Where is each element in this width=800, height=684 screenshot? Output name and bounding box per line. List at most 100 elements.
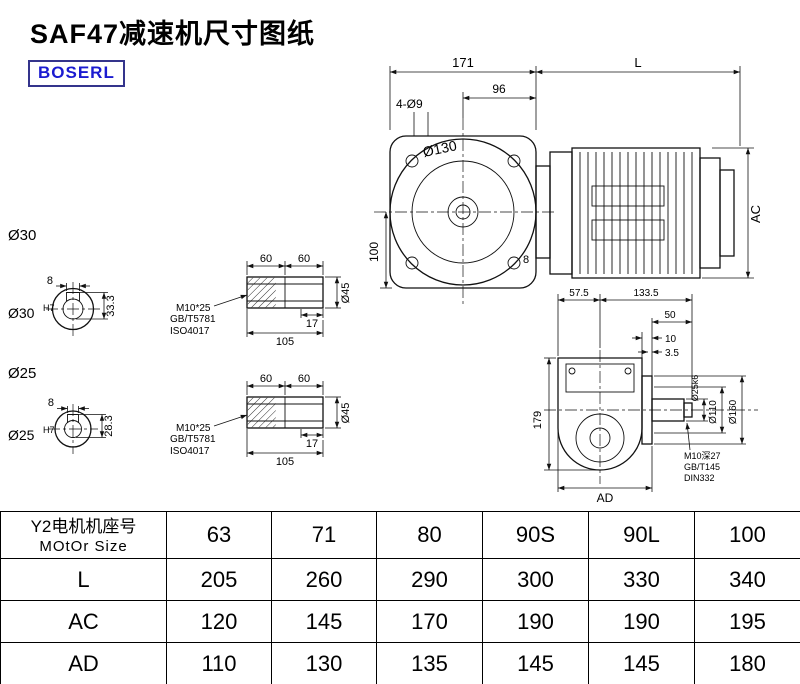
dim-575: 57.5 xyxy=(557,288,601,356)
dim-1335: 133.5 xyxy=(600,288,693,400)
dim-bolt-label: 4-Ø9 xyxy=(396,97,423,111)
dim-179-label: 179 xyxy=(532,411,544,429)
dim-L: L xyxy=(536,55,741,146)
dim-60b-1: 60 xyxy=(284,253,324,275)
dim-45-1: Ø45 xyxy=(325,276,352,309)
cell-AC-0: 120 xyxy=(166,600,272,643)
cell-AD-4: 145 xyxy=(588,642,695,684)
shaft25-keyway xyxy=(67,414,79,423)
dim-105-2: 105 xyxy=(246,429,324,468)
dim-575-label: 57.5 xyxy=(569,288,589,299)
dim-60b-2: 60 xyxy=(284,373,324,395)
dim-333: 33.3 xyxy=(76,292,117,320)
dim-60b-1-label: 60 xyxy=(298,253,310,265)
dim-flange-label: Ø130 xyxy=(421,137,458,160)
cell-AD-5: 180 xyxy=(694,642,800,684)
dim-10-label: 10 xyxy=(665,334,677,345)
dim-d160: Ø160 xyxy=(654,375,746,445)
dimension-table: Y2电机机座号 MOtOr Size 63 71 80 90S 90L 100 … xyxy=(0,511,800,684)
motor-size-label-en: MOtOr Size xyxy=(39,537,128,555)
dim-45-2: Ø45 xyxy=(325,396,352,429)
dim-60a-1: 60 xyxy=(246,253,286,275)
dim-key8-30: 8 xyxy=(47,275,90,291)
table-row-AD: AD 110 130 135 145 145 180 xyxy=(0,642,800,684)
keyed-shaft-1: 60 60 17 105 xyxy=(170,253,352,348)
cell-AC-1: 145 xyxy=(271,600,377,643)
dim-100: 100 xyxy=(367,212,392,289)
motor-size-header-cell: Y2电机机座号 MOtOr Size xyxy=(0,511,167,559)
cell-AC-2: 170 xyxy=(376,600,483,643)
cell-L-4: 330 xyxy=(588,558,695,601)
side-view: 57.5 133.5 50 10 3.5 xyxy=(532,288,758,505)
dim-d160-label: Ø160 xyxy=(728,399,739,424)
cell-AC-5: 195 xyxy=(694,600,800,643)
side-cover xyxy=(565,363,635,393)
motor-size-63: 63 xyxy=(166,511,272,559)
dim-1335-label: 133.5 xyxy=(633,288,658,299)
tap-note-line2: GB/T145 xyxy=(684,462,720,472)
dim-key8-25: 8 xyxy=(48,397,89,413)
shaft30-keyway xyxy=(66,292,80,301)
note2-line1: M10*25 xyxy=(176,423,211,434)
dim-bolt-callout: 4-Ø9 xyxy=(396,97,429,136)
stator-hatch-top xyxy=(591,185,665,207)
shaft-section-25: Ø25 8 28.3 Ø25 H7 xyxy=(8,365,115,454)
dim-45-1-label: Ø45 xyxy=(340,283,352,304)
table-row-L: L 205 260 290 300 330 340 xyxy=(0,558,800,601)
cell-L-3: 300 xyxy=(482,558,589,601)
shaft2-hatch xyxy=(247,397,276,428)
note2-line3: ISO4017 xyxy=(170,446,210,457)
front-view: 171 L 96 4-Ø9 Ø130 100 xyxy=(367,55,763,304)
shaft25-fit-sup: H7 xyxy=(43,425,55,435)
cell-L-2: 290 xyxy=(376,558,483,601)
motor-size-90l: 90L xyxy=(588,511,695,559)
dim-AD: AD xyxy=(557,432,653,505)
shaft-section-30: Ø30 8 33.3 Ø30 H7 xyxy=(8,227,117,336)
dim-60b-2-label: 60 xyxy=(298,373,310,385)
cell-AD-2: 135 xyxy=(376,642,483,684)
dim-d110-label: Ø110 xyxy=(708,400,719,424)
dim-50-label: 50 xyxy=(664,310,676,321)
cell-L-0: 205 xyxy=(166,558,272,601)
dim-60a-2: 60 xyxy=(246,373,286,395)
page-title: SAF47减速机尺寸图纸 xyxy=(30,19,316,49)
shaft25-outline xyxy=(54,410,92,448)
dim-96: 96 xyxy=(462,82,536,118)
dim-105-2-label: 105 xyxy=(276,456,294,468)
dim-35: 3.5 xyxy=(638,348,679,359)
dim-179: 179 xyxy=(532,357,598,471)
shaft30-fit-label: Ø30 xyxy=(8,305,35,321)
dim-105-1: 105 xyxy=(246,309,324,348)
dim-50: 50 xyxy=(651,310,692,396)
dim-105-1-label: 105 xyxy=(276,336,294,348)
motor-body xyxy=(535,147,735,279)
dim-17-1: 17 xyxy=(300,309,324,330)
dim-283-label: 28.3 xyxy=(103,415,115,436)
motor-size-80: 80 xyxy=(376,511,483,559)
brand-logo: BOSERL xyxy=(28,60,125,87)
motor-size-90s: 90S xyxy=(482,511,589,559)
keyed-shaft-2: 60 60 17 105 xyxy=(170,373,352,468)
motor-size-71: 71 xyxy=(271,511,377,559)
dim-35-label: 3.5 xyxy=(665,348,679,359)
bolt-holes xyxy=(405,154,521,270)
shaft25-fit-label: Ø25 xyxy=(8,427,35,443)
dim-AC: AC xyxy=(702,147,763,279)
thread-note-1: M10*25 GB/T5781 ISO4017 xyxy=(170,294,248,337)
dim-8-label: 8 xyxy=(523,254,529,266)
side-housing xyxy=(557,357,643,471)
shaft30-fit-sup: H7 xyxy=(43,303,55,313)
row-label-AC: AC xyxy=(0,600,167,643)
dim-L-label: L xyxy=(634,55,641,70)
dim-171-label: 171 xyxy=(452,55,474,70)
shaft30-label: Ø30 xyxy=(8,227,36,244)
dim-AC-label: AC xyxy=(748,205,763,223)
thread-note-2: M10*25 GB/T5781 ISO4017 xyxy=(170,414,248,457)
dim-45-2-label: Ø45 xyxy=(340,403,352,424)
tap-note-line1: M10深27 xyxy=(684,451,721,461)
motor-size-100: 100 xyxy=(694,511,800,559)
dim-60a-2-label: 60 xyxy=(260,373,272,385)
motor-size-label-cn: Y2电机机座号 xyxy=(30,517,137,537)
dim-AD-label: AD xyxy=(597,491,614,505)
